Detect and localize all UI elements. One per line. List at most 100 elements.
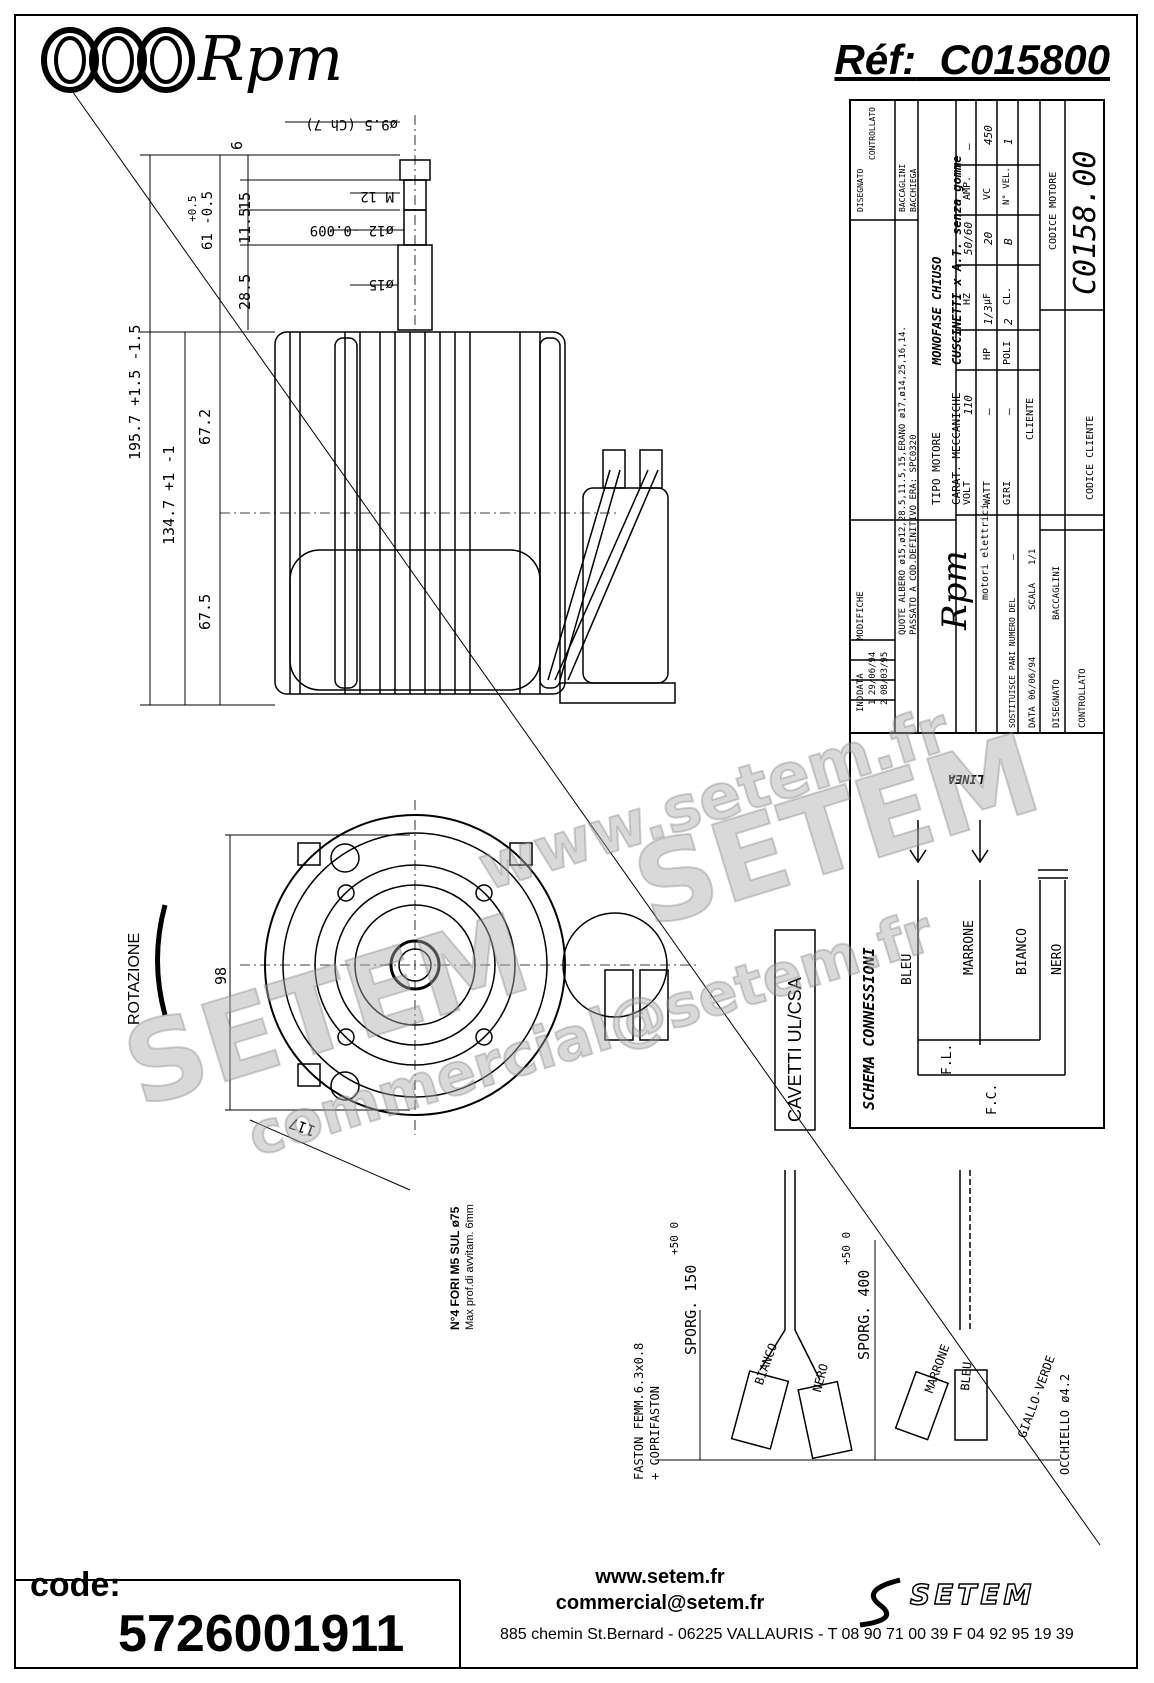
- rev-header-data: DATA: [856, 673, 866, 695]
- faston-label: FASTON FEMM.6.3x0.8: [632, 1342, 646, 1480]
- schema-box: [849, 732, 1105, 1129]
- dimension-lines: [140, 121, 404, 706]
- occhiello-label: OCCHIELLO ø4.2: [1058, 1373, 1072, 1475]
- footer-boxes: [14, 1579, 461, 1669]
- codice-motore-label: CODICE MOTORE: [1048, 171, 1059, 250]
- setem-swoosh-icon: [859, 1577, 901, 1628]
- sporg150-tol: +50 0: [668, 1221, 681, 1255]
- hz-value: 50/60: [962, 221, 975, 255]
- dim-28-5: 28.5: [236, 273, 254, 310]
- setem-logo-text: SETEM: [909, 1577, 1036, 1612]
- rev-ind-2: 2: [880, 699, 890, 705]
- dim-m12: M 12: [360, 188, 394, 204]
- cable-cert-box: [774, 929, 816, 1131]
- dim-d15: ø15: [368, 276, 394, 292]
- rev-header-controllato: CONTROLLATO: [868, 107, 877, 160]
- dim-67-5: 67.5: [196, 593, 214, 630]
- hp-label: HP: [982, 347, 993, 360]
- rotation-arrow-icon: [155, 904, 168, 1016]
- volt-label: VOLT: [962, 480, 973, 505]
- cable-bleu: BLEU: [958, 1361, 975, 1392]
- watt-label: WATT: [982, 480, 993, 505]
- vc-label: VC: [982, 187, 993, 200]
- schema-fl: F.L.: [940, 1043, 955, 1075]
- schema-marrone: MARRONE: [962, 920, 977, 975]
- rev-text-2: QUOTE ALBERO ø15,ø12,28.5,11.5,15,ERANO …: [898, 326, 908, 635]
- scala-value: 1/1: [1028, 548, 1038, 565]
- footer-email[interactable]: commercial@setem.fr: [555, 1592, 765, 1614]
- codice-cliente-label: CODICE CLIENTE: [1085, 415, 1096, 500]
- company-sub: motori elettrici: [980, 503, 991, 600]
- dim-67-2: 67.2: [196, 408, 214, 445]
- scala-label: SCALA: [1028, 582, 1038, 610]
- sporg400-tol: +50 0: [840, 1231, 853, 1265]
- disegnato-label: DISEGNATO: [1052, 679, 1062, 728]
- rev-header-disegnato: DISEGNATO: [856, 168, 865, 212]
- vc-value: 450: [982, 125, 995, 145]
- dim-195-7: 195.7 +1.5 -1.5: [126, 324, 144, 460]
- sporg400-label: SPORG. 400: [855, 1269, 873, 1360]
- dim-d12: ø12 -0.009: [309, 222, 394, 238]
- rev-text-1: PASSATO A COD.DEFINITIVO ERA: SPC0320: [909, 434, 919, 635]
- holes-note-2: Max prof.di avvitam. 6mm: [464, 1204, 476, 1330]
- amp-value: —: [962, 143, 975, 150]
- code-label: code:: [30, 1566, 121, 1604]
- data-label: DATA: [1028, 706, 1038, 728]
- motor-front-view: [225, 800, 700, 1191]
- holes-note-1: N°4 FORI M5 SUL ø75: [448, 1206, 462, 1330]
- watt-value: —: [982, 408, 995, 415]
- codice-motore-value: C0158.00: [1068, 150, 1103, 296]
- rev-by-2: BACCAGLINI: [898, 163, 907, 212]
- dim-134-7: 134.7 +1 -1: [160, 445, 178, 545]
- dim-61: 61 -0.5: [200, 190, 216, 250]
- motor-body-side: [220, 331, 620, 695]
- data-value: 06/06/94: [1028, 656, 1038, 700]
- schema-fc: F.C.: [985, 1083, 1000, 1115]
- code-value: 5726001911: [118, 1605, 405, 1663]
- hp-value: 1/3: [982, 305, 995, 325]
- hz-label: HZ: [962, 292, 973, 305]
- cl-value: B: [1002, 238, 1015, 245]
- drawing-frame: [14, 14, 1138, 1669]
- dim-11-5: 11.5: [236, 207, 254, 244]
- poli-value: 2: [1002, 318, 1015, 325]
- dim-tol: +0.5: [186, 195, 199, 223]
- volt-value: 110: [962, 395, 975, 415]
- rev-date-2: 08/03/95: [880, 651, 890, 695]
- rev-ind-1: 1: [868, 699, 878, 705]
- nvel-label: N° VEL.: [1002, 167, 1012, 205]
- uf-label: μF: [982, 292, 993, 305]
- nvel-value: 1: [1002, 138, 1015, 145]
- rev-date-1: 29/06/94: [868, 651, 878, 695]
- title-block-grid: [849, 99, 1105, 734]
- tipo-motore-value: MONOFASE CHIUSO: [930, 256, 944, 365]
- poli-label: POLI: [1002, 340, 1013, 365]
- brand-logo-text: Rpm: [198, 22, 344, 95]
- motor-shaft: [397, 115, 433, 331]
- coprifaston-label: + COPRIFASTON: [648, 1386, 662, 1480]
- dim-6: 6: [228, 140, 246, 150]
- footer-website[interactable]: www.setem.fr: [595, 1566, 725, 1588]
- controllato-label: CONTROLLATO: [1078, 668, 1088, 728]
- ref-value: C015800: [939, 36, 1110, 83]
- giri-value: —: [1002, 408, 1015, 415]
- cliente-label: CLIENTE: [1025, 397, 1036, 440]
- rev-header-modifiche: MODIFICHE: [856, 591, 866, 640]
- dim-ch7: ø9.5 (Ch 7): [305, 116, 398, 132]
- disegnato-value: BACCAGLINI: [1052, 565, 1062, 620]
- reference-code: Réf: C015800: [835, 36, 1111, 84]
- company-logo-text: Rpm: [935, 550, 975, 630]
- rev-header-ind: IND: [856, 695, 866, 712]
- capacitor: [547, 449, 676, 704]
- tipo-motore-label: TIPO MOTORE: [930, 432, 943, 505]
- sostituisce-value: —: [1008, 553, 1019, 560]
- schema-bianco: BIANCO: [1015, 928, 1030, 975]
- schema-nero: NERO: [1050, 943, 1065, 975]
- amp-label: AMP.: [962, 175, 973, 200]
- rev-by-1: BACCHIEGA: [909, 168, 918, 212]
- ref-label: Réf:: [834, 36, 917, 83]
- giri-label: GIRI: [1002, 480, 1013, 505]
- rpm-logo-coils-icon: [41, 27, 195, 93]
- sporg150-label: SPORG. 150: [682, 1264, 700, 1355]
